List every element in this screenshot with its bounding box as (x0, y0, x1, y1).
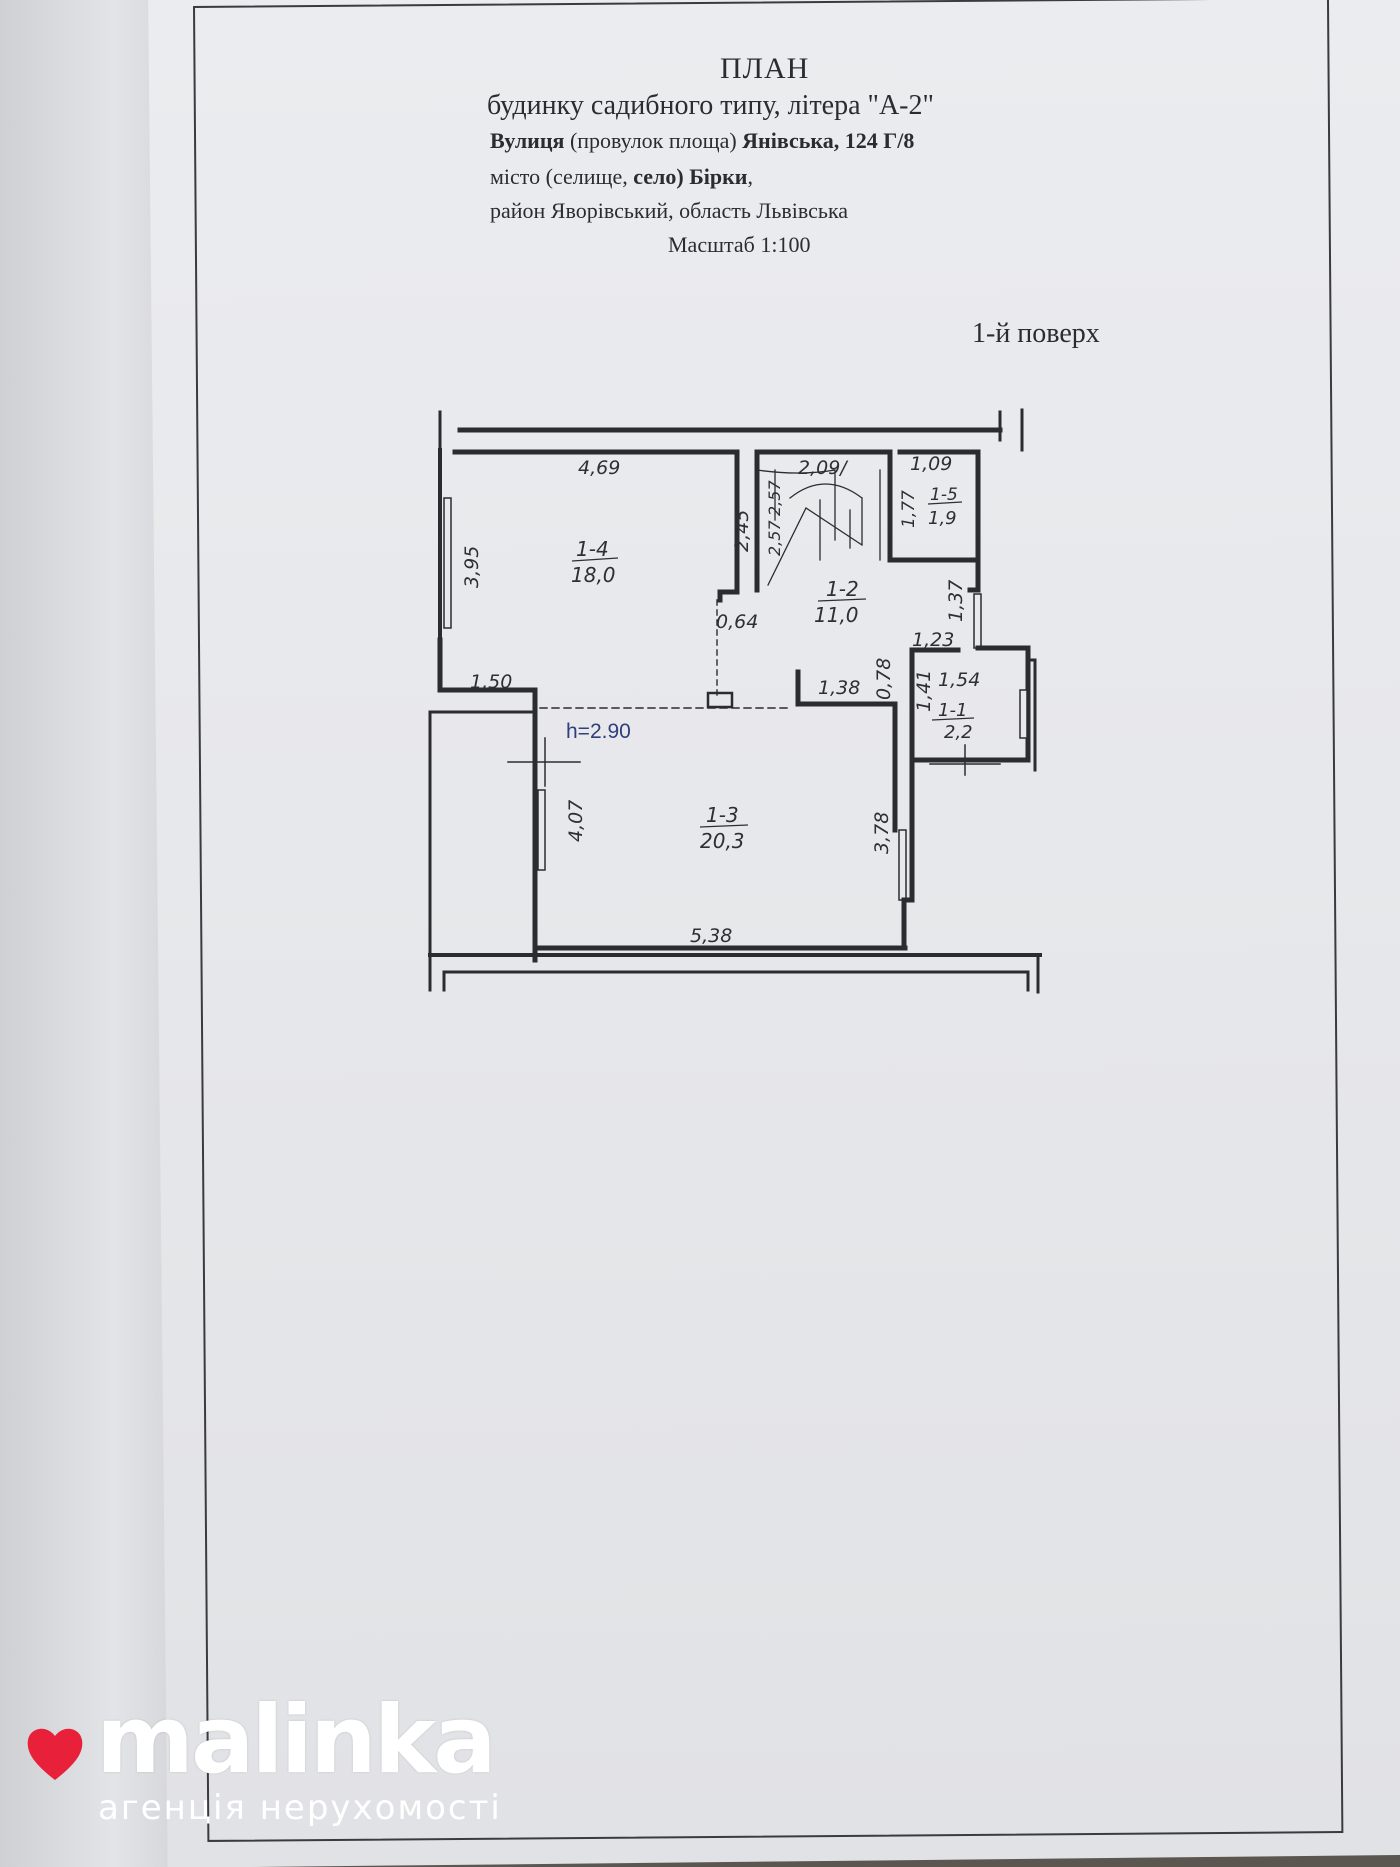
neighbour-wall-left (428, 710, 534, 992)
window-stair (973, 593, 982, 649)
dim-3-78: 3,78 (871, 812, 893, 854)
column (706, 691, 734, 709)
floor-label: 1-й поверх (972, 318, 1100, 349)
dim-1-41: 1,41 (913, 670, 935, 712)
dim-5-38: 5,38 (690, 925, 732, 947)
room-1-1-fraction (931, 717, 975, 721)
room-1-5-area: 1,9 (928, 508, 957, 529)
dim-1-23: 1,23 (912, 629, 954, 651)
dim-4-69: 4,69 (578, 457, 620, 479)
city-value: Бірки (689, 164, 748, 189)
room-1-1-id: 1-1 (938, 700, 967, 721)
street-hint: (провулок площа) (569, 128, 737, 153)
dim-0-64: 0,64 (716, 611, 758, 633)
room-1-3-fraction (699, 824, 749, 828)
room-1-4-id: 1-4 (576, 537, 609, 561)
district-line: район Яворівський, область Львівська (490, 198, 849, 223)
room-1-2-fraction (817, 598, 867, 602)
dim-2-57: 2,57 (765, 520, 784, 556)
window-vestibule (1019, 689, 1028, 739)
plan-title: ПЛАН (720, 52, 810, 85)
city-comma: , (747, 164, 753, 189)
room-1-3-right-wall (795, 669, 898, 833)
window-left (443, 497, 452, 629)
dim-1-09: 1,09 (910, 453, 952, 475)
room-1-5-fraction (927, 501, 963, 505)
dim-2-09: 2,09/ (798, 457, 849, 479)
bottom-parapet (442, 953, 1040, 994)
room-1-1-area: 2,2 (944, 722, 973, 743)
room-1-4-fraction (571, 557, 619, 562)
dim-1-37: 1,37 (945, 580, 967, 622)
room-1-1-walls (909, 645, 1031, 763)
dim-2-57-b: 2,57 (765, 480, 784, 516)
dim-1-54: 1,54 (938, 669, 980, 691)
dim-1-38: 1,38 (818, 677, 860, 699)
agency-tagline: агенція нерухомості (98, 1788, 502, 1828)
stair-wall-right (967, 449, 981, 593)
city-village-label: село) (633, 164, 684, 189)
room-1-4-area: 18,0 (571, 563, 616, 587)
dim-2-45: 2,45 (731, 510, 753, 552)
room-1-2-id: 1-2 (826, 577, 859, 601)
street-label: Вулиця (490, 128, 565, 153)
dim-4-07: 4,07 (565, 800, 587, 842)
dim-1-77: 1,77 (899, 490, 919, 528)
street-value: Янівська, 124 Г/8 (742, 128, 915, 153)
city-line: місто (селище, село) Бірки, (490, 164, 753, 190)
room-1-3-right-lower (901, 757, 915, 951)
stair-treads (756, 469, 863, 586)
street-line: Вулиця (провулок площа) Янівська, 124 Г/… (490, 128, 914, 154)
ceiling-height: h=2.90 (566, 720, 631, 743)
window-1-3-right (898, 829, 907, 901)
city-label: місто (селище, (490, 164, 628, 189)
dim-3-95: 3,95 (461, 546, 483, 588)
room-1-3-area: 20,3 (700, 829, 745, 853)
room-1-5-id: 1-5 (930, 485, 958, 505)
plan-subtitle: будинку садибного типу, літера "А-2" (487, 90, 934, 121)
scale-line: Масштаб 1:100 (668, 232, 811, 257)
heart-icon (27, 1728, 83, 1780)
room-1-3-id: 1-3 (706, 803, 739, 827)
agency-name: malinka (96, 1686, 497, 1795)
dim-0-78: 0,78 (873, 658, 895, 700)
room-1-2-area: 11,0 (814, 603, 859, 627)
window-1-3-left (537, 789, 546, 871)
dim-1-50: 1,50 (470, 671, 512, 693)
room-1-3-left-wall (437, 637, 538, 963)
vestibule-outer-wall (1026, 658, 1037, 772)
